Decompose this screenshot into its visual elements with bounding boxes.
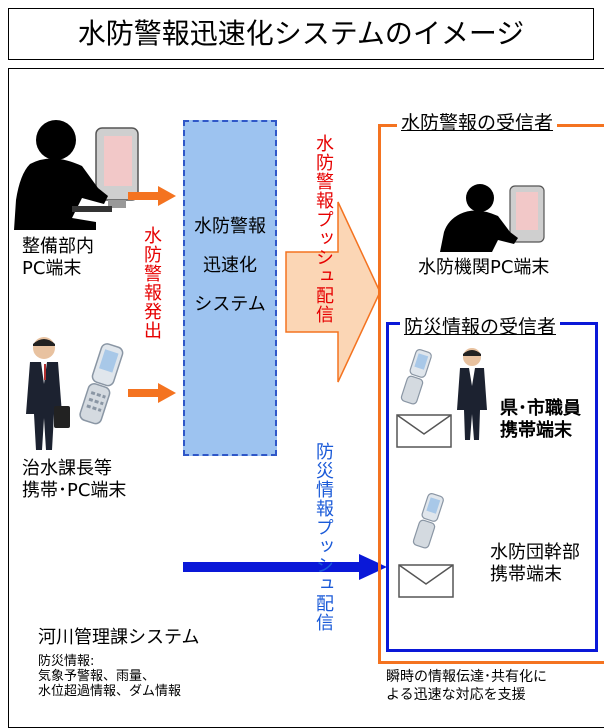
executive-phone-icon — [412, 493, 444, 549]
system-label-line2: 迅速化 — [203, 255, 257, 276]
pc-terminal-text: 整備部内 PC端末 — [22, 236, 94, 279]
disaster-info-line2: 水位超過情報、ダム情報 — [38, 684, 182, 699]
disaster-push-arrow — [183, 554, 387, 580]
mobile-terminal-text: 治水課長等 携帯･PC端末 — [22, 458, 127, 501]
staff-terminal-label: 県･市職員 携帯端末 — [500, 398, 581, 442]
system-label-line1: 水防警報 — [194, 216, 266, 237]
support-note: 瞬時の情報伝達･共有化に よる迅速な対応を支援 — [386, 668, 547, 704]
mobile-phone-icon — [79, 343, 124, 425]
warning-receivers-header: 水防警報の受信者 — [397, 108, 558, 135]
staff-mail-icon — [396, 414, 452, 448]
support-note-text: 瞬時の情報伝達･共有化に よる迅速な対応を支援 — [386, 669, 547, 703]
executive-terminal-text: 水防団幹部 携帯端末 — [490, 542, 580, 585]
disaster-receivers-header: 防災情報の受信者 — [400, 312, 561, 339]
executive-mail-icon — [398, 564, 454, 598]
warning-push-arrow — [285, 201, 381, 383]
system-label-line3: システム — [194, 294, 266, 315]
arrow-pc-to-system — [128, 186, 176, 206]
water-agency-pc-icon — [440, 184, 545, 252]
pc-operator-icon — [14, 120, 139, 230]
staff-businessman-icon — [457, 348, 487, 440]
staff-phone-icon — [400, 349, 432, 405]
disaster-info-line1: 気象予警報、雨量、 — [38, 669, 156, 684]
pc-terminal-label: 整備部内 PC端末 — [22, 236, 94, 280]
warning-push-label: 水防警報プッシュ配信 — [313, 134, 334, 324]
arrow-mobile-to-system — [128, 383, 176, 403]
staff-terminal-text: 県･市職員 携帯端末 — [500, 398, 581, 441]
disaster-info-title: 防災情報: — [38, 654, 95, 669]
diagram-title: 水防警報迅速化システムのイメージ — [8, 8, 594, 60]
businessman-icon — [26, 337, 70, 450]
warning-system-box — [183, 120, 277, 456]
warning-issue-label: 水防警報発出 — [141, 226, 162, 340]
disaster-push-label: 防災情報プッシュ配信 — [313, 442, 334, 632]
water-agency-pc-label: 水防機関PC端末 — [418, 257, 550, 278]
river-system-label: 河川管理課システム — [38, 627, 200, 648]
mobile-terminal-label: 治水課長等 携帯･PC端末 — [22, 458, 126, 502]
executive-terminal-label: 水防団幹部 携帯端末 — [490, 542, 580, 586]
